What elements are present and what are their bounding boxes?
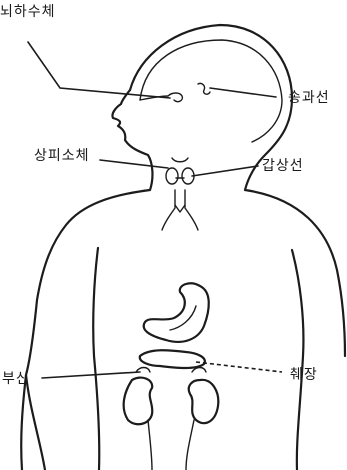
label-pancreas: 췌장: [290, 367, 318, 383]
arm-inner-left: [93, 248, 99, 470]
arm-inner-right: [292, 250, 303, 470]
pineal-gland: [198, 83, 210, 94]
trachea: [162, 190, 198, 230]
left-kidney: [124, 378, 153, 425]
thyroid-left-lobe: [166, 168, 178, 184]
body-outline: [130, 25, 345, 356]
pancreas-organ: [140, 350, 205, 368]
right-kidney: [189, 380, 219, 423]
left-outer-lower: [21, 375, 26, 470]
right-ureter: [186, 420, 194, 470]
leader-pancreas: [196, 362, 282, 372]
leader-adrenal: [42, 372, 140, 378]
label-parathyroid: 상피소체: [34, 148, 90, 164]
left-ureter: [148, 420, 152, 470]
label-pineal: 송과선: [288, 90, 330, 106]
leader-pituitary: [28, 42, 170, 98]
leader-thyroid: [192, 166, 258, 176]
larynx: [172, 158, 188, 162]
trachea-branch: [175, 205, 185, 212]
label-pituitary: 뇌하수체: [0, 4, 56, 20]
body-outline-left: [26, 90, 152, 470]
skull-inner: [140, 40, 282, 142]
label-adrenal: 부신: [2, 371, 30, 387]
leader-parathyroid: [100, 160, 168, 168]
stomach: [144, 283, 209, 342]
leader-pineal: [210, 88, 276, 97]
label-thyroid: 갑상선: [262, 158, 304, 174]
